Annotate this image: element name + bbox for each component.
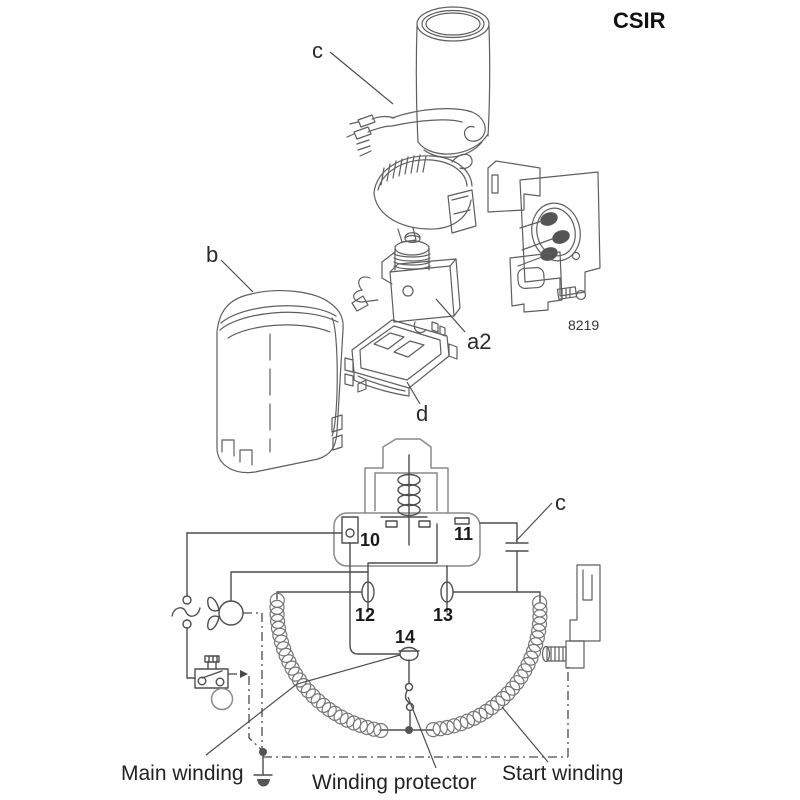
capacitor-part (415, 6, 491, 158)
schematic-relay-housing (333, 438, 481, 567)
terminal-14-label: 14 (395, 627, 415, 647)
terminal-bracket-part (487, 160, 601, 313)
terminal-10-label: 10 (360, 530, 380, 550)
ground-symbol (253, 748, 273, 787)
winding-protector-label: Winding protector (312, 771, 477, 794)
terminal-11-label: 11 (454, 524, 473, 544)
terminal-13-label: 13 (433, 605, 453, 625)
linkage-arrow-icon (240, 670, 248, 678)
leader-lines-schematic (205, 502, 553, 769)
ac-supply-symbol (171, 595, 201, 629)
relay-label: a2 (467, 329, 491, 354)
cover-part (216, 290, 344, 474)
base-label: d (416, 401, 428, 426)
base-plate-part (344, 319, 458, 397)
earth-bracket-screw (541, 564, 601, 669)
capacitor-strap-part (373, 153, 477, 243)
capacitor-wire (346, 108, 486, 157)
start-relay-part (351, 232, 461, 334)
capacitor-symbol (505, 542, 529, 552)
fan-motor-symbol (207, 596, 244, 631)
terminal-10 (341, 516, 359, 544)
capacitor-label: c (312, 38, 323, 63)
schematic-wires (186, 522, 541, 731)
terminal-12-label: 12 (355, 605, 375, 625)
part-number-label: 8219 (568, 317, 599, 333)
terminal-14-screw (398, 646, 420, 662)
leader-lines-exploded (220, 51, 466, 405)
schematic-capacitor-label: c (555, 490, 566, 515)
start-winding-coil (425, 595, 548, 738)
chassis-dashdot-lines (243, 612, 569, 758)
relay-coil-symbol (380, 454, 470, 546)
main-winding-coil (269, 592, 389, 739)
winding-protector-symbol (404, 659, 415, 734)
main-winding-label: Main winding (121, 762, 244, 785)
switch-symbol (194, 655, 248, 711)
start-winding-label: Start winding (502, 762, 623, 785)
cover-label: b (206, 242, 218, 267)
title-csir: CSIR (613, 8, 666, 33)
